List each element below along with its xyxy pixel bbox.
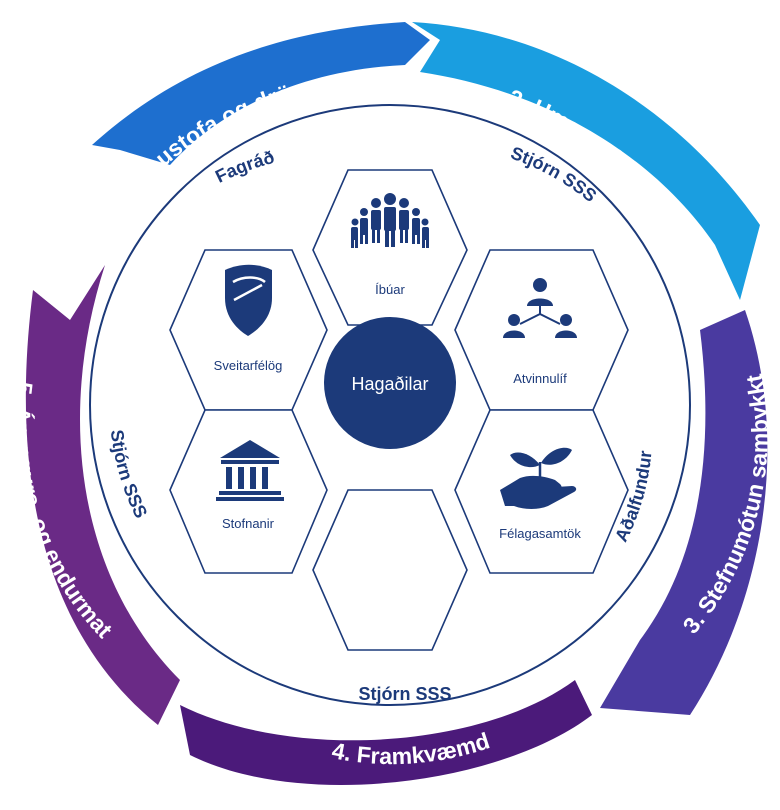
hex-atvinnulif-label: Atvinnulíf xyxy=(513,371,567,386)
hex-stofnanir-label: Stofnanir xyxy=(222,516,275,531)
stage-ring xyxy=(25,22,768,785)
stage-4-chevron xyxy=(180,680,592,785)
hex-stofnanir: Stofnanir xyxy=(169,409,328,574)
institution-building-icon xyxy=(216,440,284,501)
hex-sveitarfelog-label: Sveitarfélög xyxy=(214,358,283,373)
hex-felagasamtok: Félagasamtök xyxy=(454,409,629,574)
hex-atvinnulif: Atvinnulíf xyxy=(454,249,629,411)
stage-3-chevron xyxy=(600,310,768,715)
hex-ibuar: Íbúar xyxy=(312,169,468,326)
hand-sprout-icon xyxy=(500,447,577,509)
people-group-icon xyxy=(351,193,429,248)
stage-2-chevron xyxy=(412,22,760,300)
hex-felagasamtok-label: Félagasamtök xyxy=(499,526,581,541)
org-hierarchy-icon xyxy=(503,278,577,338)
role-stjorn-bottom-label: Stjórn SSS xyxy=(358,684,451,704)
stage-1-chevron xyxy=(92,22,430,165)
stage-5-chevron xyxy=(25,265,180,725)
shield-icon xyxy=(225,264,272,336)
hex-sveitarfelog: Sveitarfélög xyxy=(169,249,328,411)
center-circle xyxy=(324,317,456,449)
hex-ibuar-label: Íbúar xyxy=(375,282,405,297)
hex-empty xyxy=(312,489,468,651)
center-label: Hagaðilar xyxy=(351,374,428,394)
